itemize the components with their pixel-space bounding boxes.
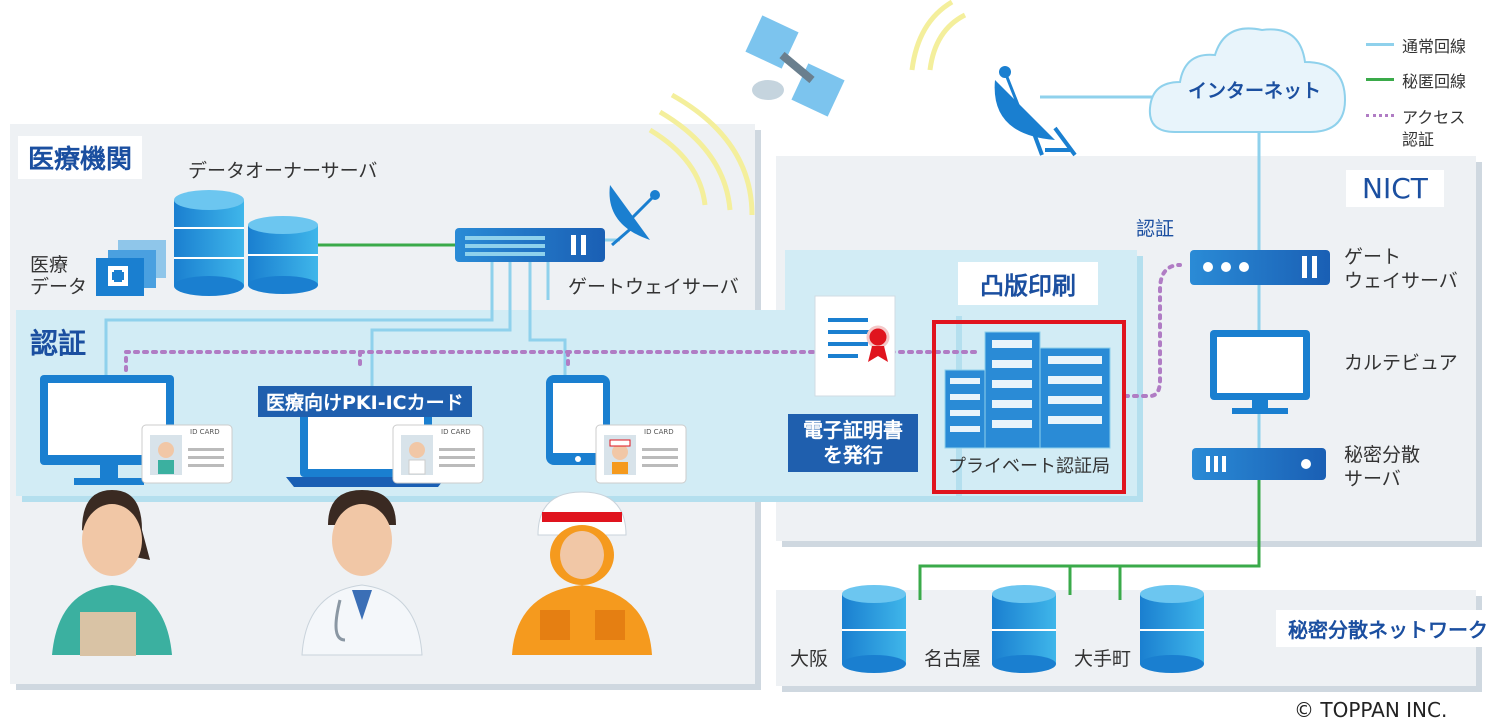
antenna-icon: [994, 66, 1077, 157]
karte-viewer-icon: [1210, 330, 1310, 414]
secret-server-label-1: 秘密分散: [1344, 444, 1421, 466]
certificate-icon: [814, 295, 896, 397]
legend-access-label-1: アクセス: [1402, 108, 1466, 127]
legend-access-label-2: 認証: [1402, 130, 1435, 149]
id-card-firefighter: [595, 424, 687, 484]
data-owner-server-icon: [174, 190, 318, 296]
secret-lines: [318, 243, 1261, 600]
db-osaka-icon: [842, 585, 906, 673]
nurse-figure: [52, 490, 172, 656]
medical-data-icon: [96, 240, 166, 296]
nict-gateway-icon: [1190, 250, 1330, 285]
private-ca-highlight: [932, 320, 1126, 494]
medical-data-label-1: 医療: [30, 254, 69, 276]
id-card-caption-2: ID CARD: [441, 428, 471, 436]
legend-normal-label: 通常回線: [1402, 37, 1467, 56]
signal-waves: [648, 0, 967, 216]
normal-lines: [104, 95, 1261, 450]
private-ca-server-slots: [950, 340, 1102, 432]
satellite-dish-icon: [609, 185, 660, 247]
legend-normal-swatch: [1366, 43, 1394, 46]
legend-secret-label: 秘匿回線: [1402, 72, 1467, 91]
id-card-doctor: [392, 424, 484, 484]
medical-data-label-2: データ: [30, 276, 88, 298]
secret-server-label-2: サーバ: [1344, 468, 1401, 490]
network-title: 秘密分散ネットワーク: [1276, 610, 1494, 647]
id-card-caption-1: ID CARD: [190, 428, 220, 436]
gateway-server-label: ゲートウェイサーバ: [568, 276, 739, 298]
private-ca-label: プライベート認証局: [948, 456, 1110, 477]
internet-label: インターネット: [1188, 80, 1322, 102]
copyright: © TOPPAN INC.: [1294, 698, 1448, 722]
auth-label: 認証: [30, 327, 87, 360]
nict-auth-label: 認証: [1136, 218, 1175, 240]
db-otemachi-icon: [1140, 585, 1204, 673]
db-nagoya-icon: [992, 585, 1056, 673]
id-card-caption-3: ID CARD: [644, 428, 674, 436]
toppan-title: 凸版印刷: [958, 262, 1098, 305]
tablet-icon: [546, 375, 610, 465]
secret-server-icon: [1192, 448, 1326, 480]
cert-issue-line-1: 電子証明書: [803, 418, 903, 442]
satellite-icon: [745, 15, 845, 117]
nict-gateway-label-2: ウェイサーバ: [1344, 270, 1458, 292]
pki-card-label: 医療向けPKI-ICカード: [258, 386, 472, 417]
legend-secret-swatch: [1366, 78, 1394, 81]
gateway-server-icon: [455, 228, 605, 262]
cert-issue-label: 電子証明書 を発行: [788, 414, 918, 472]
otemachi-label: 大手町: [1074, 648, 1132, 670]
legend-access-swatch: [1366, 114, 1394, 117]
doctor-figure: [301, 490, 423, 656]
id-card-nurse: [141, 424, 233, 484]
osaka-label: 大阪: [790, 648, 829, 670]
nict-gateway-label-1: ゲート: [1344, 246, 1402, 268]
karte-viewer-label: カルテビュア: [1344, 352, 1458, 374]
data-owner-server-label: データオーナーサーバ: [188, 160, 378, 182]
firefighter-figure: [512, 491, 652, 655]
medical-title: 医療機関: [18, 136, 143, 179]
cert-issue-line-2: を発行: [823, 443, 883, 467]
nagoya-label: 名古屋: [924, 648, 982, 670]
internet-cloud-icon: [1148, 27, 1347, 133]
access-lines: [124, 263, 1182, 398]
nict-title: NICT: [1346, 170, 1444, 207]
